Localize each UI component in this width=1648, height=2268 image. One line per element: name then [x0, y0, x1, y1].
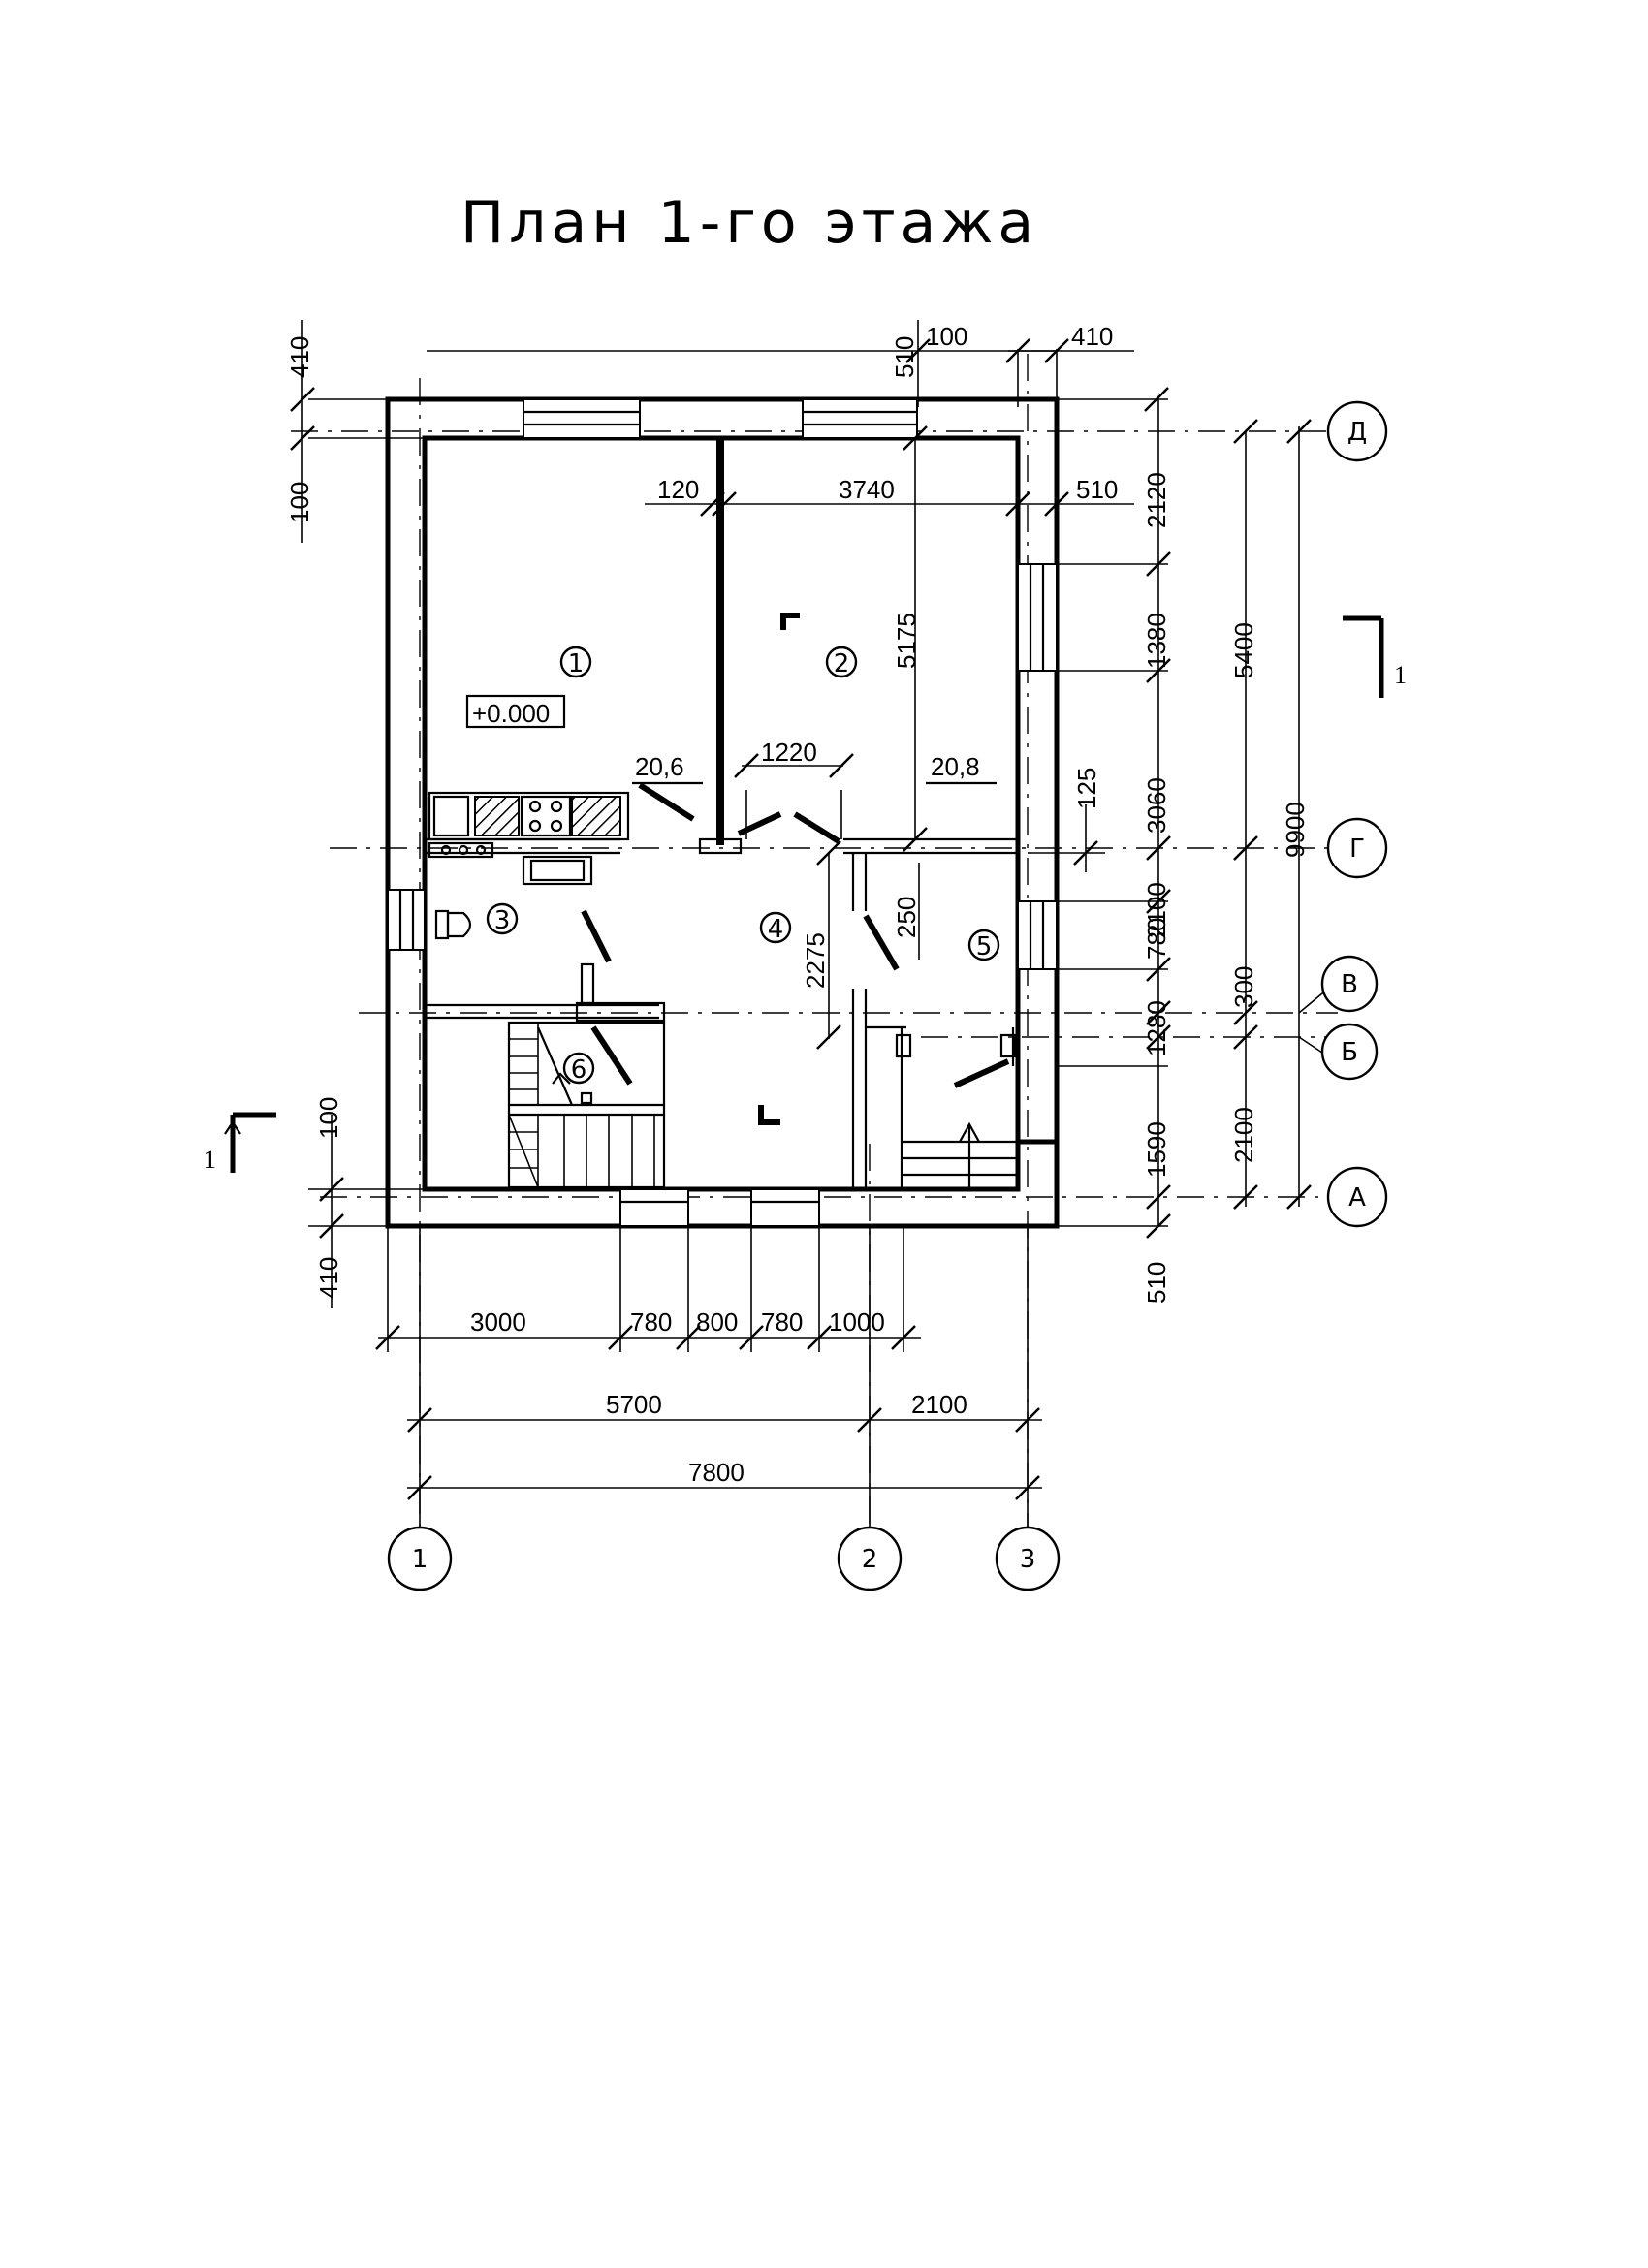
toilet-icon	[434, 909, 472, 940]
dim-top-410: 410	[285, 336, 314, 378]
dim-inner-510: 510	[1076, 475, 1118, 504]
dim-right-780: 780	[1142, 918, 1171, 960]
dim-bottom-3000: 3000	[470, 1307, 526, 1337]
plan-title: План 1-го этажа	[460, 189, 1038, 257]
top-dimensions	[290, 320, 1169, 543]
axis-bubbles-horizontal: 1 2 3	[387, 1526, 1061, 1591]
axis-label-a: А	[1348, 1183, 1366, 1213]
axis-label-3: 3	[1020, 1545, 1036, 1574]
axis-label-v: В	[1341, 970, 1358, 999]
room-number: 5	[976, 932, 993, 961]
room-number: 1	[568, 649, 585, 678]
axis-bubbles-vertical: Д Г В Б А	[1298, 400, 1388, 1228]
dim-bottom-7800: 7800	[688, 1458, 745, 1487]
axis-label-g: Г	[1349, 835, 1365, 864]
section-mark-right	[1343, 615, 1384, 698]
dim-bottom-780a: 780	[630, 1307, 672, 1337]
dim-left-100: 100	[314, 1097, 343, 1139]
dim-door-1220: 1220	[761, 738, 817, 767]
doors	[581, 613, 1010, 1125]
dim-right-1280: 1280	[1142, 1000, 1171, 1056]
dim-left-410: 410	[314, 1257, 343, 1299]
dim-bottom-780b: 780	[761, 1307, 803, 1337]
room-number: 6	[571, 1055, 587, 1085]
dim-right-1380: 1380	[1142, 613, 1171, 669]
dim-hall-2275: 2275	[801, 932, 830, 989]
dim-bottom-5700: 5700	[606, 1390, 662, 1419]
entrance-steps	[959, 1121, 980, 1187]
section-label-right: 1	[1394, 661, 1407, 689]
dim-room2-5175: 5175	[892, 613, 921, 669]
axis-label-b: Б	[1341, 1038, 1358, 1067]
dim-right-1590: 1590	[1142, 1121, 1171, 1178]
dim-right-2100b: 2100	[1229, 1107, 1258, 1163]
room-number: 3	[494, 906, 511, 935]
dim-inner-120: 120	[657, 475, 699, 504]
dim-bottom-800: 800	[696, 1307, 738, 1337]
dim-right-510: 510	[1142, 1262, 1171, 1304]
room-marker-6	[562, 1052, 595, 1085]
dim-right-5400: 5400	[1229, 622, 1258, 678]
level-mark-box	[465, 694, 566, 729]
room-number: 2	[834, 649, 850, 678]
room-marker-1	[559, 646, 592, 678]
room-area-2: 20,8	[931, 752, 980, 781]
room-markers: 1 2 3 4 5 6	[486, 646, 1000, 1085]
dim-bottom-2100: 2100	[911, 1390, 967, 1419]
dim-bottom-1000: 1000	[829, 1307, 885, 1337]
dim-right-3060: 3060	[1142, 777, 1171, 834]
inner-walls	[423, 438, 1018, 1189]
axis-label-2: 2	[862, 1545, 878, 1574]
kitchen-counter	[428, 791, 630, 886]
room-marker-4	[759, 911, 792, 944]
room-marker-5	[967, 929, 1000, 961]
dim-inner-3740: 3740	[839, 475, 895, 504]
axis-label-1: 1	[412, 1545, 428, 1574]
room-marker-3	[486, 902, 519, 935]
dim-right-300: 300	[1229, 966, 1258, 1008]
dim-right-2100: 2100	[1142, 882, 1171, 938]
room-marker-2	[825, 646, 858, 678]
dim-right-2120: 2120	[1142, 472, 1171, 528]
section-label-left: 1	[204, 1146, 216, 1174]
bottom-dimensions	[308, 1115, 1042, 1541]
axis-label-d: Д	[1347, 418, 1367, 447]
dim-right-9900: 9900	[1281, 802, 1310, 858]
dim-wall-125: 125	[1072, 768, 1101, 809]
dim-top-100: 100	[285, 482, 314, 523]
right-dimensions	[1057, 399, 1312, 1239]
windows	[387, 398, 1058, 1227]
section-mark-left	[224, 1112, 276, 1173]
dim-top-510: 510	[890, 336, 919, 378]
room-area-1: 20,6	[635, 752, 684, 781]
room-number: 4	[768, 915, 784, 944]
dim-top-410b: 410	[1071, 322, 1113, 351]
dim-top-100b: 100	[926, 322, 967, 351]
inner-dimensions	[645, 425, 1134, 1050]
level-mark: +0.000	[472, 699, 550, 728]
staircase	[507, 1021, 666, 1189]
dim-hall-250: 250	[892, 897, 921, 938]
